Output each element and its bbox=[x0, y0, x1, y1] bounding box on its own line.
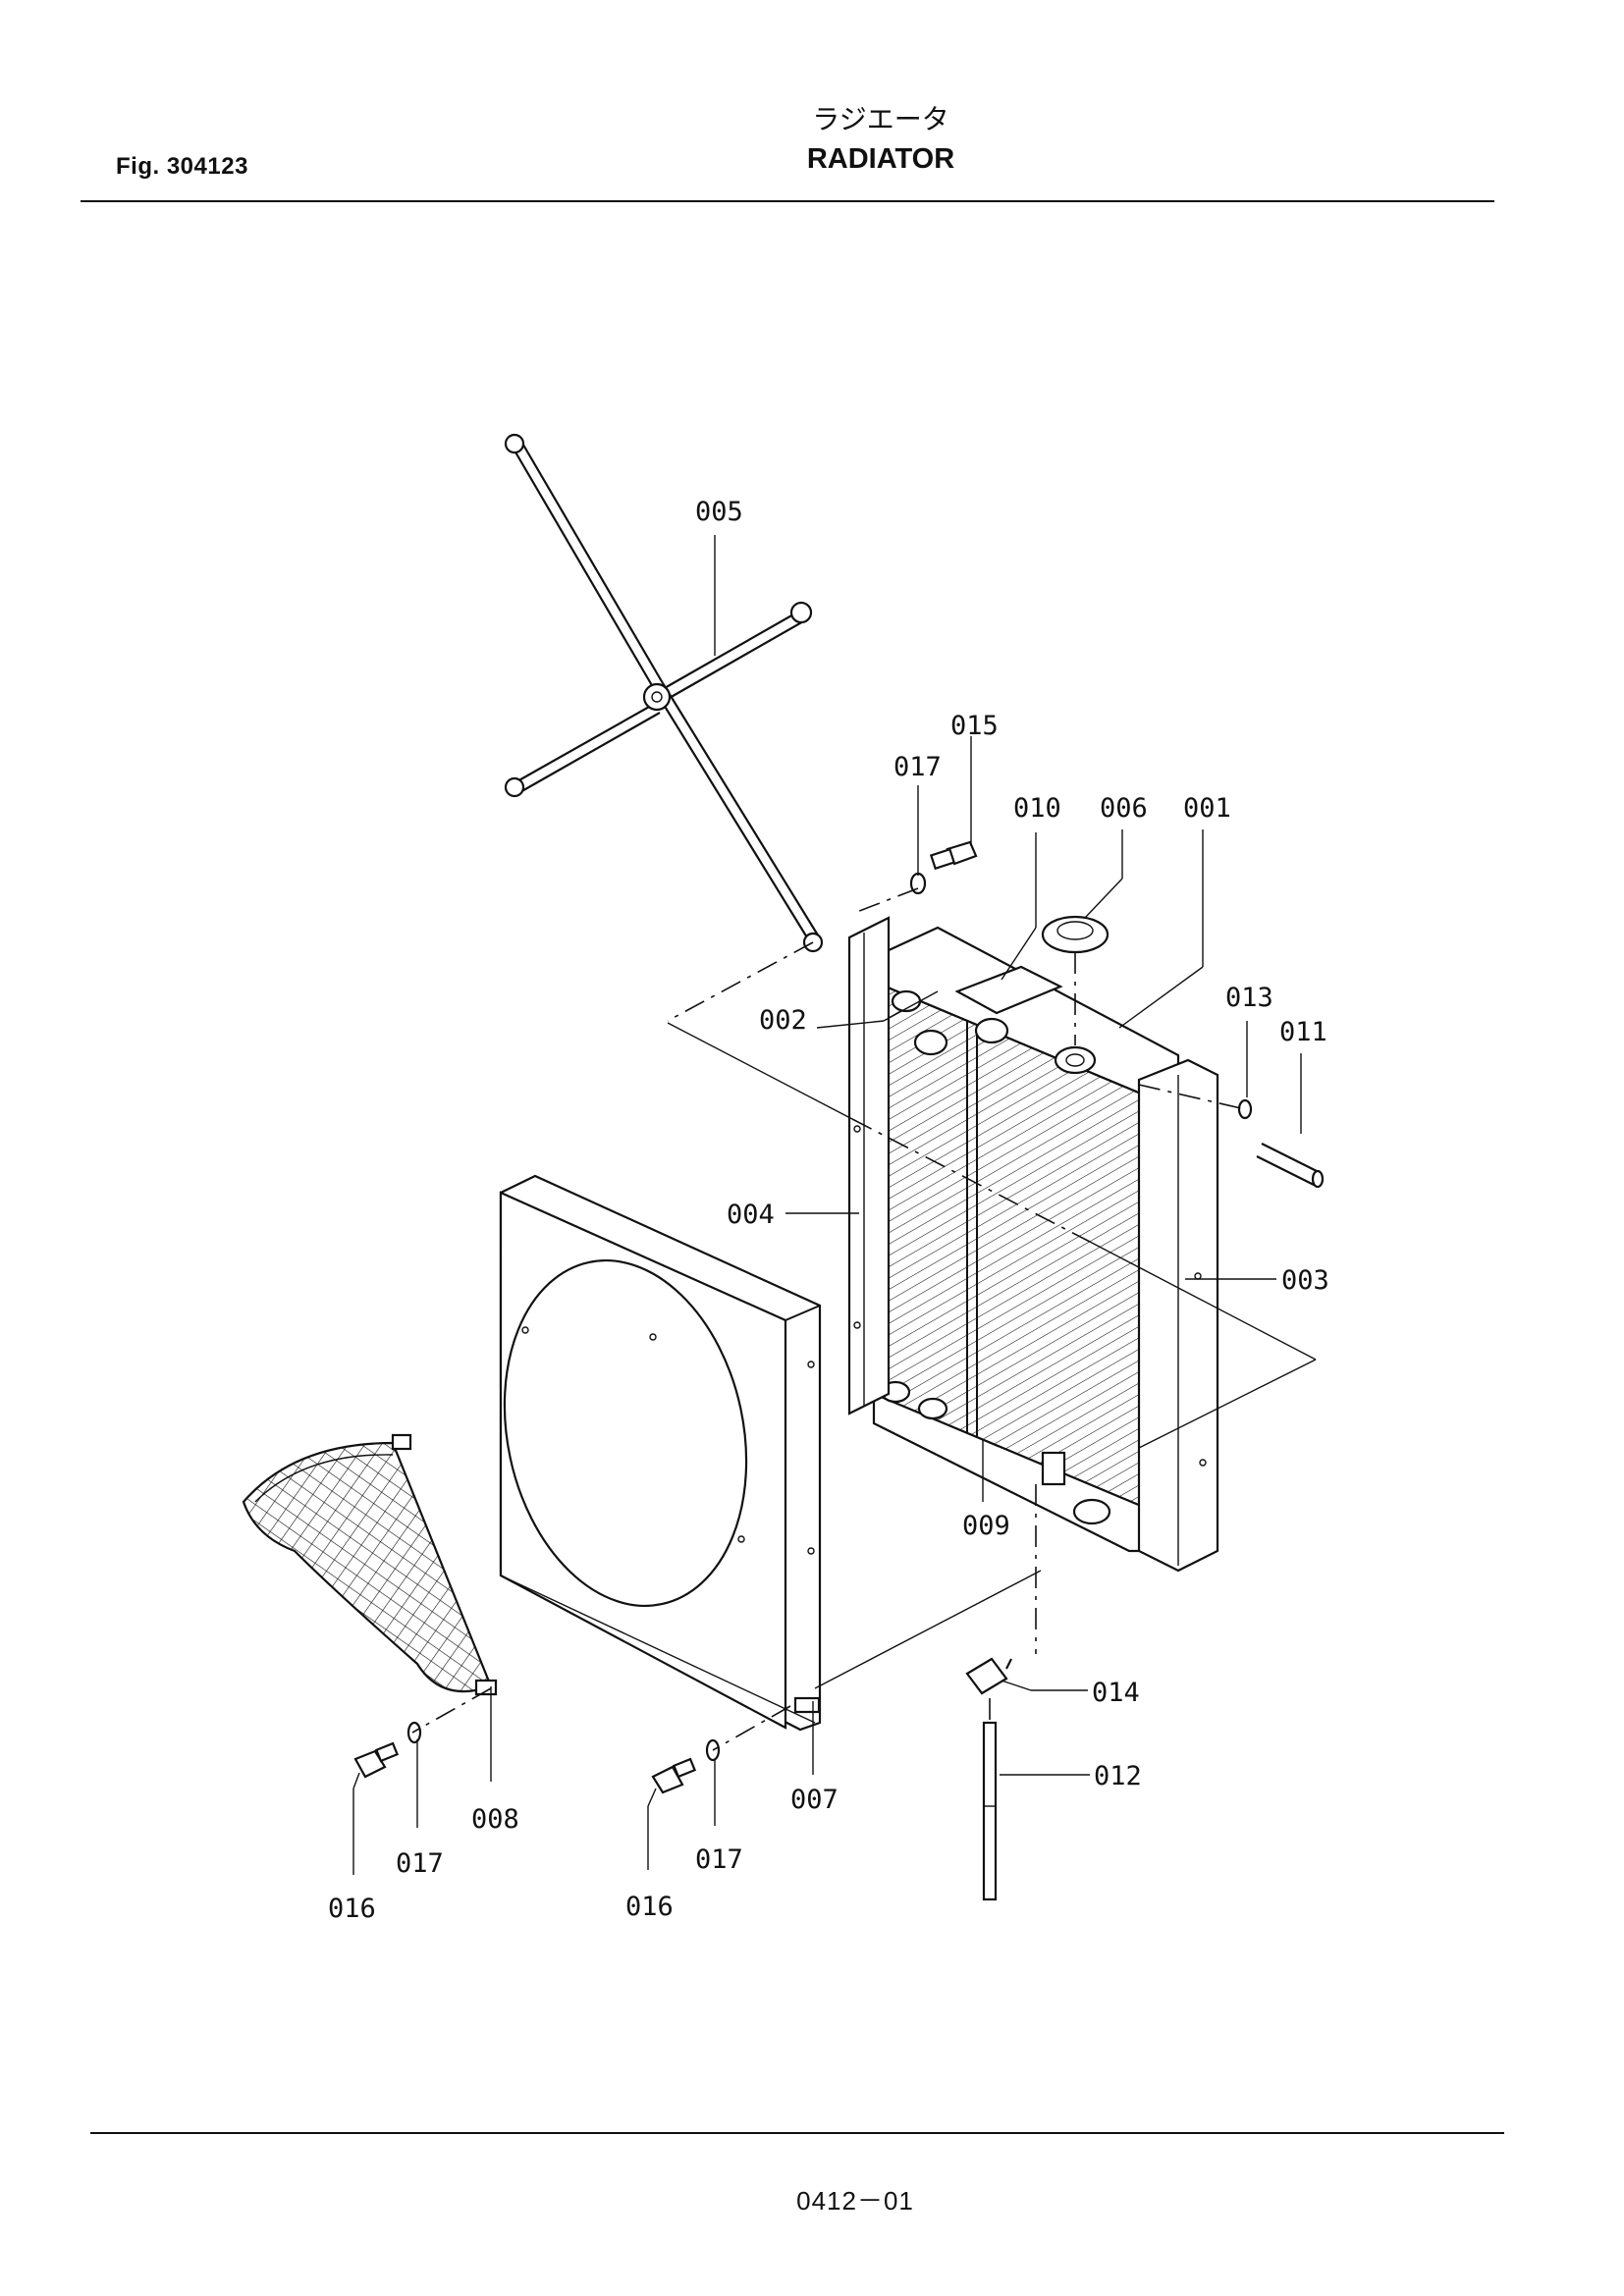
callout-013: 013 bbox=[1225, 983, 1273, 1013]
callout-016-left: 016 bbox=[328, 1894, 376, 1924]
drain-cock-014-part bbox=[965, 1657, 1012, 1695]
callout-010: 010 bbox=[1013, 793, 1061, 824]
left-side-bracket-part bbox=[847, 916, 891, 1415]
callout-005: 005 bbox=[695, 497, 743, 527]
callout-015: 015 bbox=[950, 711, 999, 741]
callout-004: 004 bbox=[727, 1200, 775, 1230]
callout-002: 002 bbox=[759, 1005, 807, 1036]
assembly-centerlines bbox=[411, 887, 1317, 1751]
title-japanese: ラジエータ bbox=[812, 103, 949, 135]
callout-011: 011 bbox=[1279, 1017, 1327, 1047]
radiator-core-part bbox=[872, 926, 1180, 1553]
washer-017-left-part bbox=[406, 1721, 422, 1744]
bolt-016-right-part bbox=[651, 1757, 697, 1794]
header-rule bbox=[81, 200, 1494, 202]
callout-017-top: 017 bbox=[893, 752, 942, 782]
callout-016-right: 016 bbox=[625, 1892, 674, 1922]
radiator-cap-part bbox=[1041, 915, 1110, 954]
callout-001: 001 bbox=[1183, 793, 1231, 824]
callout-017-left: 017 bbox=[396, 1848, 444, 1879]
fan-guard-part bbox=[242, 1433, 498, 1696]
callout-003: 003 bbox=[1281, 1265, 1329, 1296]
callout-009: 009 bbox=[962, 1511, 1010, 1541]
title-english: RADIATOR bbox=[806, 143, 955, 175]
callout-017-right: 017 bbox=[695, 1844, 743, 1875]
bolt-016-left-part bbox=[353, 1741, 400, 1779]
stay-bracket-part bbox=[504, 433, 824, 953]
callout-012: 012 bbox=[1094, 1761, 1142, 1791]
right-side-bracket-part bbox=[1137, 1058, 1219, 1573]
hose-011-part bbox=[1256, 1143, 1325, 1189]
clip-013-part bbox=[1237, 1098, 1253, 1120]
drain-pipe-012-part bbox=[982, 1721, 998, 1901]
footer-rule bbox=[90, 2132, 1504, 2134]
callout-006: 006 bbox=[1100, 793, 1148, 824]
callout-008: 008 bbox=[471, 1804, 519, 1835]
callout-leaders bbox=[352, 535, 1302, 1875]
fan-shroud-part bbox=[499, 1174, 822, 1732]
page-number: 0412－01 bbox=[796, 2186, 914, 2216]
bolt-015-part bbox=[929, 840, 978, 871]
callout-labels: 005 015 017 010 006 001 013 011 002 004 … bbox=[328, 497, 1329, 1924]
callout-007: 007 bbox=[790, 1785, 839, 1815]
callout-014: 014 bbox=[1092, 1678, 1140, 1708]
figure-number: Fig. 304123 bbox=[116, 153, 248, 180]
